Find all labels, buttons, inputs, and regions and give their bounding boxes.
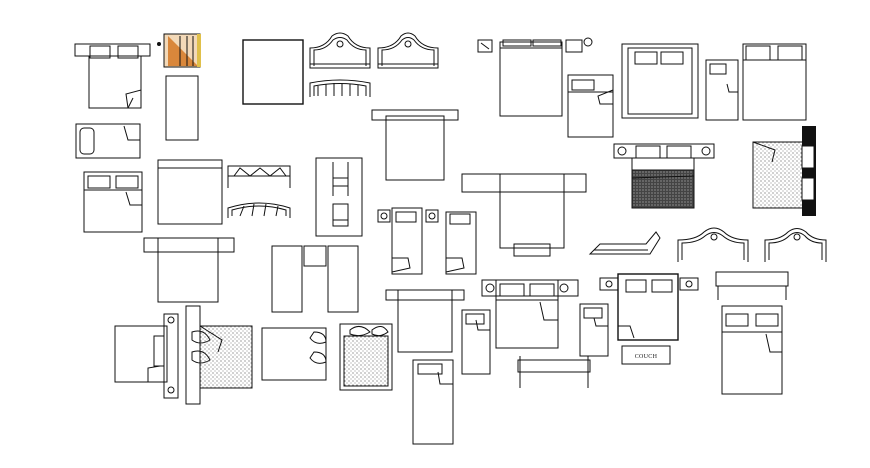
queen-bed-frame-plan xyxy=(621,43,699,119)
bench-elevation-2 xyxy=(715,271,789,300)
single-bed-plan-2 xyxy=(705,59,739,121)
double-bed-with-side-tables xyxy=(143,237,235,303)
single-bed-plan-3 xyxy=(461,309,491,375)
twin-bed-left xyxy=(377,207,439,275)
twin-beds-pair xyxy=(271,245,359,313)
single-bed-side-1 xyxy=(75,123,141,159)
double-bed-plan-5 xyxy=(721,305,783,395)
double-bed-plan-3 xyxy=(742,43,807,121)
footboard-elevation-2 xyxy=(227,202,291,218)
bed-with-bench-plan xyxy=(371,109,459,181)
side-bed-with-lamps xyxy=(114,313,179,399)
dotted-bed-with-pillows-1 xyxy=(185,305,253,405)
double-bed-with-nightstands-1 xyxy=(461,173,587,257)
double-bed-with-bench-2 xyxy=(385,289,465,353)
ornate-headboard-1 xyxy=(309,32,371,69)
double-bed-plan-4 xyxy=(83,171,143,233)
double-bed-plain-2 xyxy=(157,159,223,225)
single-bed-plan-5 xyxy=(412,359,454,445)
king-bed-with-pillows-1 xyxy=(481,279,579,349)
side-bed-with-pillows xyxy=(261,327,327,381)
stair-icon xyxy=(157,33,201,68)
bench-elevation xyxy=(227,165,291,188)
single-bed-plan-4 xyxy=(579,303,609,357)
single-bed-plain-1 xyxy=(165,75,199,141)
chair-elevation xyxy=(315,157,363,237)
double-bed-plan-1 xyxy=(74,43,151,109)
king-bed-dark-cover xyxy=(613,143,715,209)
ornate-headboard-2 xyxy=(377,32,439,69)
footboard-elevation-1 xyxy=(309,79,371,97)
ornate-headboard-3 xyxy=(677,227,749,262)
twin-bed-right xyxy=(445,211,477,275)
dotted-bed-with-pillows-2 xyxy=(339,323,393,391)
couch-label: COUCH xyxy=(635,354,658,360)
double-bed-plan-2 xyxy=(477,37,593,117)
single-bed-plan-1 xyxy=(567,74,614,138)
king-bed-with-pillows-2 xyxy=(599,273,699,341)
chaise-lounge xyxy=(588,231,661,255)
couch-plate: COUCH xyxy=(621,345,671,365)
bench-elevation-3 xyxy=(517,356,591,388)
dotted-bed-rotated xyxy=(752,126,816,216)
square-bed-plain-1 xyxy=(242,39,304,105)
ornate-headboard-4 xyxy=(764,228,827,262)
